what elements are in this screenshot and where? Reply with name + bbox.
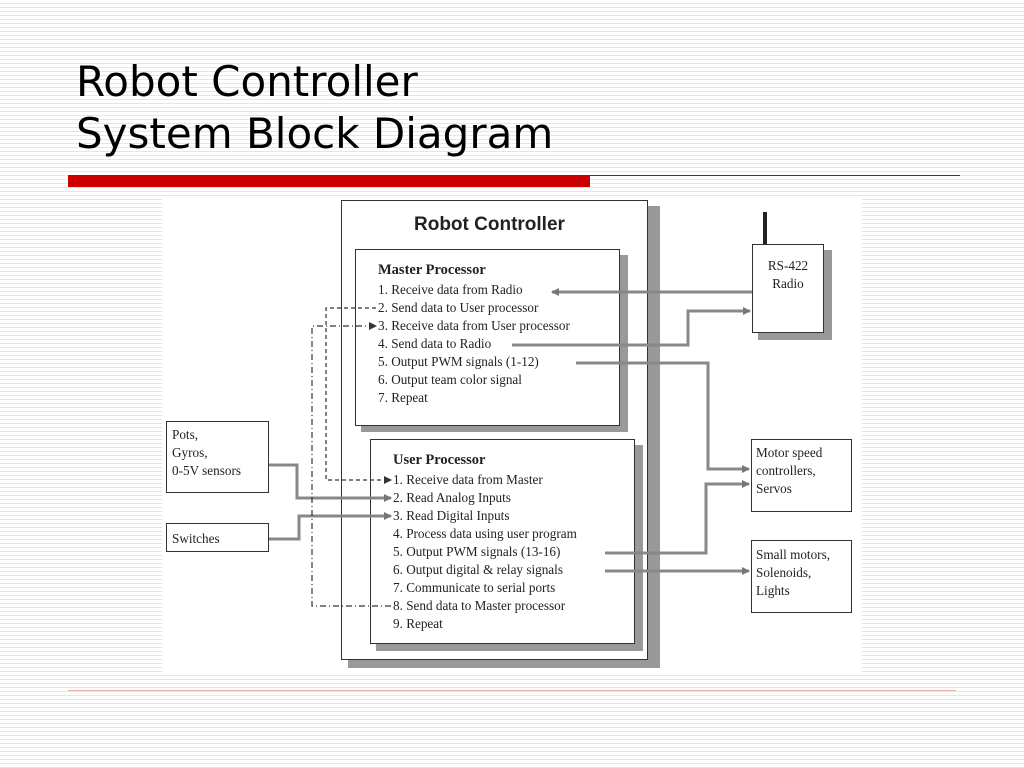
small-motors-box: [751, 540, 852, 613]
sensors-label-line-1: Pots,: [172, 427, 199, 442]
master-processor-heading: Master Processor: [378, 262, 486, 278]
master-processor-box: [355, 249, 620, 426]
motor-controllers-label: Motor speed controllers, Servos: [756, 444, 822, 498]
switches-label: Switches: [172, 531, 220, 546]
radio-label-line-1: RS-422: [767, 258, 809, 273]
sensors-label: Pots, Gyros, 0-5V sensors: [172, 426, 241, 480]
user-step-8: 8. Send data to Master processor: [393, 598, 566, 613]
radio-label-line-2: Radio: [772, 276, 804, 291]
radio-label: RS-422 Radio: [752, 257, 824, 293]
wire-user-pwm-to-motors: [605, 480, 750, 555]
master-step-5: 5. Output PWM signals (1-12): [378, 354, 539, 369]
user-step-5: 5. Output PWM signals (13-16): [393, 544, 561, 559]
user-step-3: 3. Read Digital Inputs: [393, 508, 510, 523]
small-motors-label: Small motors, Solenoids, Lights: [756, 546, 830, 600]
master-step-7: 7. Repeat: [378, 390, 428, 405]
user-step-7: 7. Communicate to serial ports: [393, 580, 556, 595]
block-diagram: Robot Controller Master Processor 1. Rec…: [162, 196, 862, 672]
robot-controller-title: Robot Controller: [414, 214, 565, 235]
motor-controllers-box: [751, 439, 852, 512]
small-motors-line-1: Small motors,: [756, 547, 830, 562]
master-step-3: 3. Receive data from User processor: [378, 318, 570, 333]
motor-controllers-line-3: Servos: [756, 481, 792, 496]
small-motors-line-3: Lights: [756, 583, 790, 598]
footer-rule: [68, 690, 956, 691]
small-motors-line-2: Solenoids,: [756, 565, 812, 580]
title-underline-thin: [590, 175, 960, 176]
motor-controllers-line-2: controllers,: [756, 463, 816, 478]
sensors-box: [166, 421, 269, 493]
slide-title-line-1: Robot Controller: [76, 57, 418, 106]
sensors-label-line-2: Gyros,: [172, 445, 208, 460]
title-underline-red: [68, 175, 590, 187]
wire-switches-to-user: [269, 512, 392, 541]
user-processor-heading: User Processor: [393, 452, 486, 468]
user-step-6: 6. Output digital & relay signals: [393, 562, 563, 577]
wire-master-to-radio: [512, 307, 751, 347]
wire-user-to-master-dashdot: [311, 322, 391, 607]
slide-title-line-2: System Block Diagram: [76, 109, 554, 158]
motor-controllers-line-1: Motor speed: [756, 445, 823, 460]
wire-master-to-user-dashed: [325, 307, 392, 484]
switches-box: [166, 523, 269, 552]
master-step-4: 4. Send data to Radio: [378, 336, 492, 351]
user-step-9: 9. Repeat: [393, 616, 443, 631]
master-step-1: 1. Receive data from Radio: [378, 282, 523, 297]
wire-master-pwm-to-motors: [576, 361, 750, 473]
master-step-2: 2. Send data to User processor: [378, 300, 539, 315]
sensors-label-line-3: 0-5V sensors: [172, 463, 241, 478]
user-step-4: 4. Process data using user program: [393, 526, 577, 541]
wire-sensors-to-user: [269, 463, 392, 502]
user-step-1: 1. Receive data from Master: [393, 472, 543, 487]
slide-title: Robot Controller System Block Diagram: [76, 56, 553, 160]
connection-lines: [269, 212, 767, 607]
user-step-2: 2. Read Analog Inputs: [393, 490, 511, 505]
master-step-6: 6. Output team color signal: [378, 372, 522, 387]
user-processor-box: [370, 439, 635, 644]
radio-box: [752, 244, 824, 333]
